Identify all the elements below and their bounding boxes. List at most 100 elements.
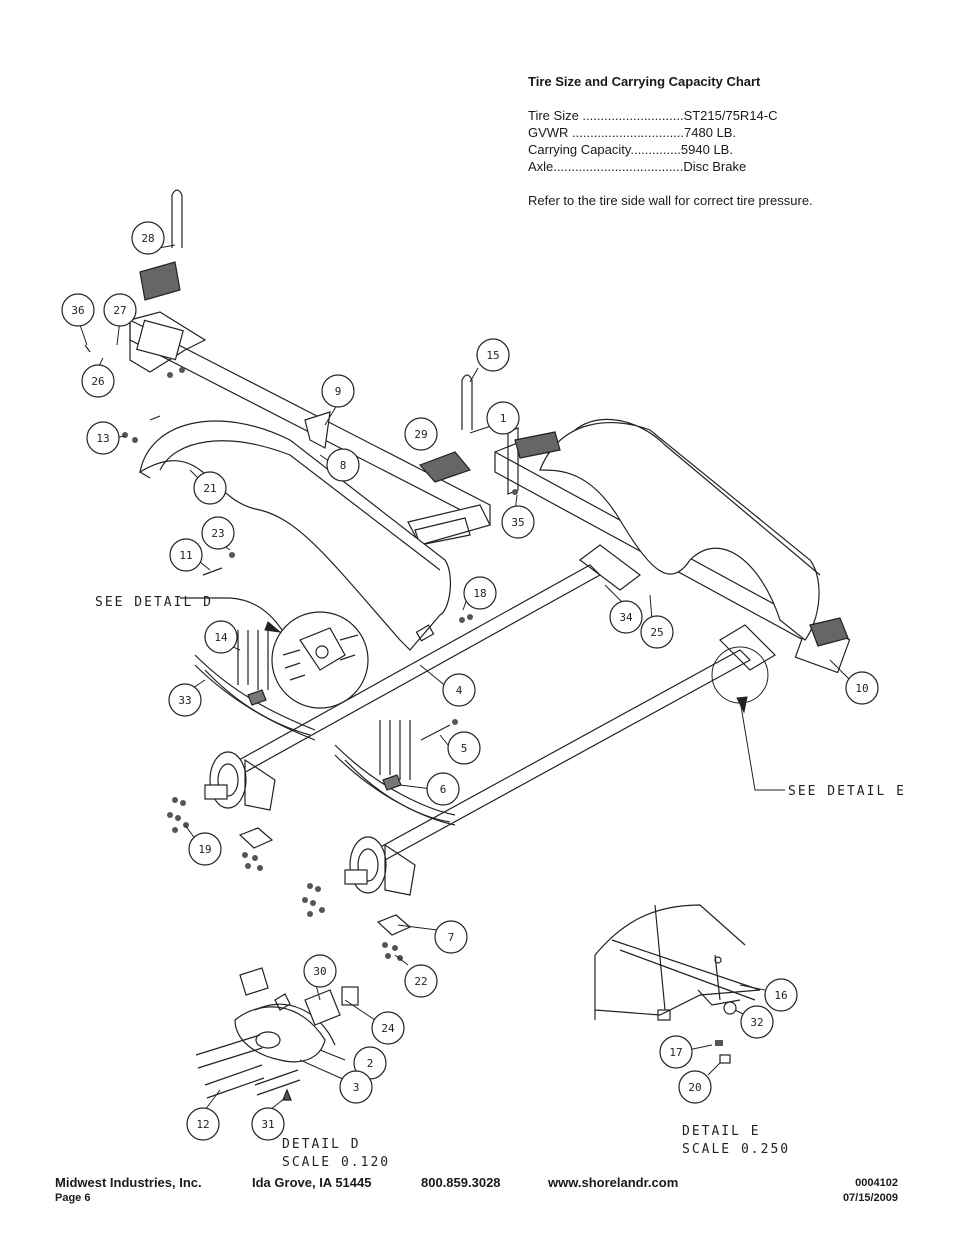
svg-text:8: 8: [340, 459, 347, 472]
hub-brake-front: [204, 751, 276, 811]
callout-5: 5: [447, 731, 481, 765]
callout-23: 23: [201, 516, 235, 550]
callout-17: 17: [659, 1035, 693, 1069]
callout-9: 9: [321, 374, 355, 408]
right-fender: [539, 418, 821, 641]
callout-15: 15: [476, 338, 510, 372]
lug-nuts-and-hardware: [122, 367, 518, 961]
svg-text:31: 31: [261, 1118, 274, 1131]
footer-company: Midwest Industries, Inc.: [55, 1175, 202, 1190]
svg-text:17: 17: [669, 1046, 682, 1059]
footer-page: Page 6: [55, 1192, 91, 1204]
svg-text:16: 16: [774, 989, 787, 1002]
detail-d-scale: SCALE 0.120: [282, 1155, 390, 1170]
callout-10: 10: [845, 671, 879, 705]
svg-text:30: 30: [313, 965, 326, 978]
left-fender: [139, 420, 451, 651]
svg-text:25: 25: [650, 626, 663, 639]
svg-text:10: 10: [855, 682, 868, 695]
callout-14: 14: [204, 620, 238, 654]
callout-30: 30: [303, 954, 337, 988]
svg-text:19: 19: [198, 843, 211, 856]
svg-text:13: 13: [96, 432, 109, 445]
step-pads: [139, 261, 849, 647]
see-detail-e-label: SEE DETAIL E: [788, 784, 906, 799]
callout-4: 4: [442, 673, 476, 707]
callout-16: 16: [764, 978, 798, 1012]
svg-text:6: 6: [440, 783, 447, 796]
callout-1: 1: [486, 401, 520, 435]
chart-row-gvwr: GVWR ...............................7480…: [528, 125, 737, 140]
callout-19: 19: [188, 832, 222, 866]
svg-text:15: 15: [486, 349, 499, 362]
u-bolts: [171, 189, 473, 780]
callout-18: 18: [463, 576, 497, 610]
detail-d-title: DETAIL D: [282, 1137, 361, 1152]
chart-title: Tire Size and Carrying Capacity Chart: [528, 74, 761, 89]
footer-location: Ida Grove, IA 51445: [252, 1175, 372, 1190]
tire-capacity-chart: Tire Size and Carrying Capacity Chart Ti…: [528, 73, 908, 209]
svg-text:18: 18: [473, 587, 486, 600]
svg-text:26: 26: [91, 375, 104, 388]
svg-text:24: 24: [381, 1022, 395, 1035]
detail-e-scale: SCALE 0.250: [682, 1142, 790, 1157]
callout-12: 12: [186, 1107, 220, 1141]
svg-text:33: 33: [178, 694, 191, 707]
svg-text:7: 7: [448, 931, 455, 944]
callout-25: 25: [640, 615, 674, 649]
svg-text:14: 14: [214, 631, 228, 644]
svg-text:20: 20: [688, 1081, 701, 1094]
detail-e-pointer: [264, 621, 785, 791]
svg-text:36: 36: [71, 304, 84, 317]
left-frame-rail: [129, 311, 491, 546]
svg-text:9: 9: [335, 385, 342, 398]
callout-bubbles: 28 36 27 26 15 9 1 29 13 8 21 35 23 11 1…: [61, 221, 879, 1141]
callout-29: 29: [404, 417, 438, 451]
footer-date: 07/15/2009: [842, 1192, 898, 1204]
detail-e-title: DETAIL E: [682, 1124, 761, 1139]
callout-22: 22: [404, 964, 438, 998]
callout-13: 13: [86, 421, 120, 455]
footer-phone: 800.859.3028: [421, 1175, 501, 1190]
svg-text:4: 4: [456, 684, 463, 697]
svg-text:27: 27: [113, 304, 126, 317]
callout-34: 34: [609, 600, 643, 634]
svg-text:34: 34: [619, 611, 633, 624]
callout-32: 32: [740, 1005, 774, 1039]
callout-3: 3: [339, 1070, 373, 1104]
see-detail-d-label: SEE DETAIL D: [95, 595, 213, 610]
svg-text:21: 21: [203, 482, 216, 495]
tire-pressure-note: Refer to the tire side wall for correct …: [528, 193, 813, 208]
svg-text:1: 1: [500, 412, 507, 425]
callout-21: 21: [193, 471, 227, 505]
callout-36: 36: [61, 293, 95, 327]
svg-text:12: 12: [196, 1118, 209, 1131]
svg-text:28: 28: [141, 232, 154, 245]
chart-row-axle: Axle....................................…: [528, 159, 747, 174]
callout-8: 8: [326, 448, 360, 482]
svg-text:23: 23: [211, 527, 224, 540]
svg-text:32: 32: [750, 1016, 763, 1029]
hub-brake-rear: [344, 836, 416, 896]
svg-text:5: 5: [461, 742, 468, 755]
svg-text:11: 11: [179, 549, 192, 562]
leaf-springs: [194, 654, 456, 826]
callout-20: 20: [678, 1070, 712, 1104]
detail-d-hub-view: [180, 597, 369, 709]
callout-6: 6: [426, 772, 460, 806]
equalizer-assembly: [195, 967, 359, 1101]
chart-row-tire-size: Tire Size ............................ST…: [528, 108, 778, 123]
callout-24: 24: [371, 1011, 405, 1045]
callout-27: 27: [103, 293, 137, 327]
svg-text:3: 3: [353, 1081, 360, 1094]
callout-33: 33: [168, 683, 202, 717]
callout-28: 28: [131, 221, 165, 255]
chart-row-carrying-capacity: Carrying Capacity..............5940 LB.: [528, 142, 733, 157]
callout-7: 7: [434, 920, 468, 954]
bolts: [84, 344, 451, 741]
callout-26: 26: [81, 364, 115, 398]
callout-31: 31: [251, 1107, 285, 1141]
callout-35: 35: [501, 505, 535, 539]
svg-text:2: 2: [367, 1057, 374, 1070]
